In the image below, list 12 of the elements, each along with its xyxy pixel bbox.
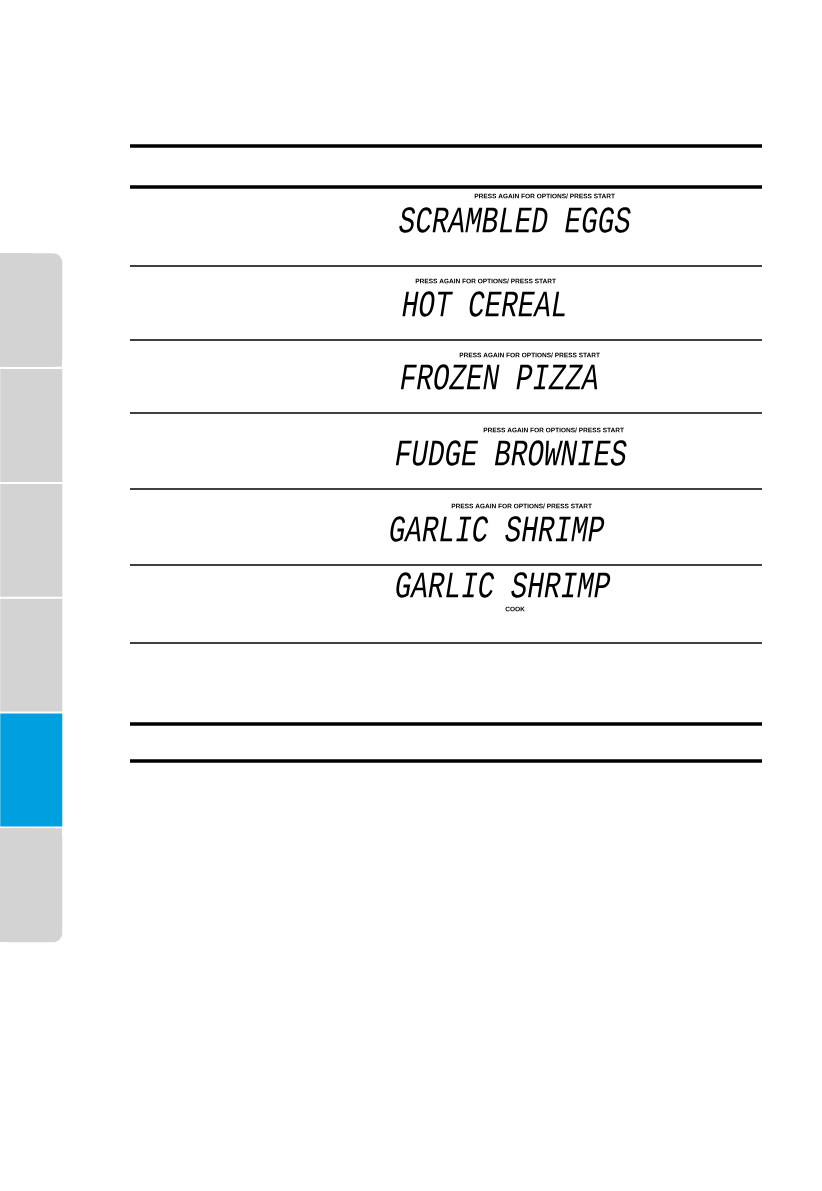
lcd-display-text: HOT CEREAL [402,291,565,317]
section-tab [0,713,63,827]
section-tab [0,598,63,712]
lcd-display-text: GARLIC SHRIMP [390,516,605,542]
lcd-display-text: GARLIC SHRIMP [396,572,611,598]
section-tab [0,828,63,943]
section-tab [0,369,63,482]
lcd-display-text: FUDGE BROWNIES [395,440,627,466]
lcd-display-text: SCRAMBLED EGGS [399,207,631,233]
section-tab [0,483,63,597]
section-tab [0,253,63,368]
lcd-display-text: FROZEN PIZZA [400,364,598,390]
